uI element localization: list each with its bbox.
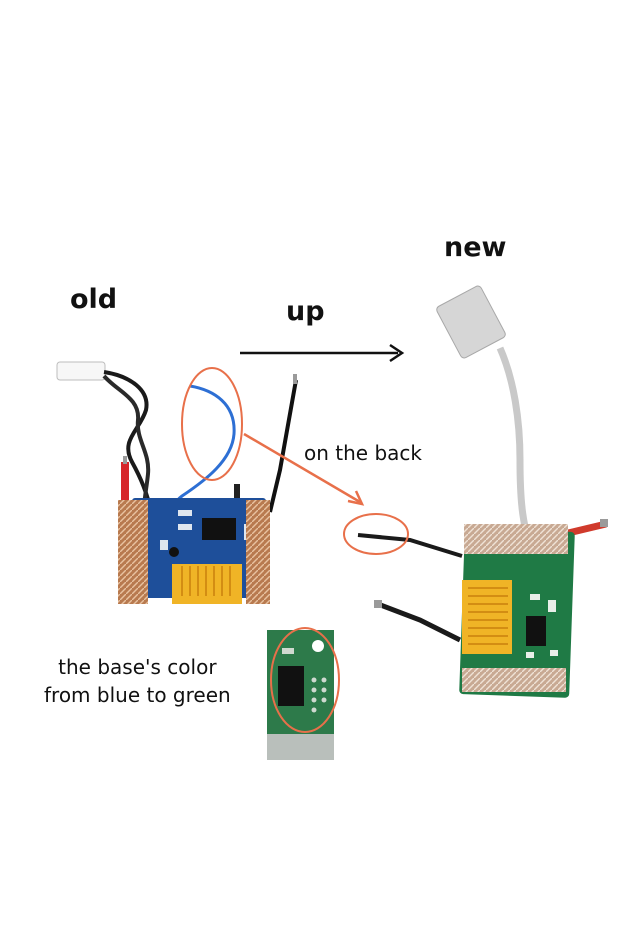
old-label: old (70, 284, 118, 315)
new-yellow-connector (462, 580, 512, 654)
green-base-closeup (267, 627, 340, 760)
old-red-wire (121, 462, 129, 502)
old-board-photo (56, 361, 298, 604)
new-chip (526, 616, 546, 646)
new-black-wire (377, 601, 462, 643)
old-black-wire-a (103, 370, 154, 521)
new-back-black-wire (357, 533, 463, 558)
on-the-back-label: on the back (304, 441, 422, 465)
old-black-wire-right (268, 379, 298, 513)
base-color-note-line2: from blue to green (44, 683, 231, 707)
new-board-photo (357, 285, 608, 698)
old-wire-highlight-ellipse (181, 367, 243, 481)
closeup-chip (278, 666, 304, 706)
on-the-back-arrow (243, 432, 365, 506)
new-grey-plug (436, 285, 506, 359)
old-chip (202, 518, 236, 540)
back-wire-highlight-ellipse (343, 513, 409, 555)
new-bottom-terminals (462, 668, 566, 692)
closeup-terminals (267, 734, 334, 760)
closeup-highlight-ellipse (270, 627, 340, 733)
upgrade-label: up (286, 296, 325, 327)
old-right-terminals (246, 500, 270, 604)
old-left-terminals (118, 500, 148, 604)
base-color-note: the base's color from blue to green (44, 653, 231, 709)
new-label: new (444, 232, 507, 263)
new-pcb (459, 528, 575, 698)
old-to-new-arrow (240, 343, 405, 363)
base-color-note-line1: the base's color (58, 655, 217, 679)
new-top-terminals (464, 524, 568, 554)
old-white-plug (56, 361, 106, 381)
